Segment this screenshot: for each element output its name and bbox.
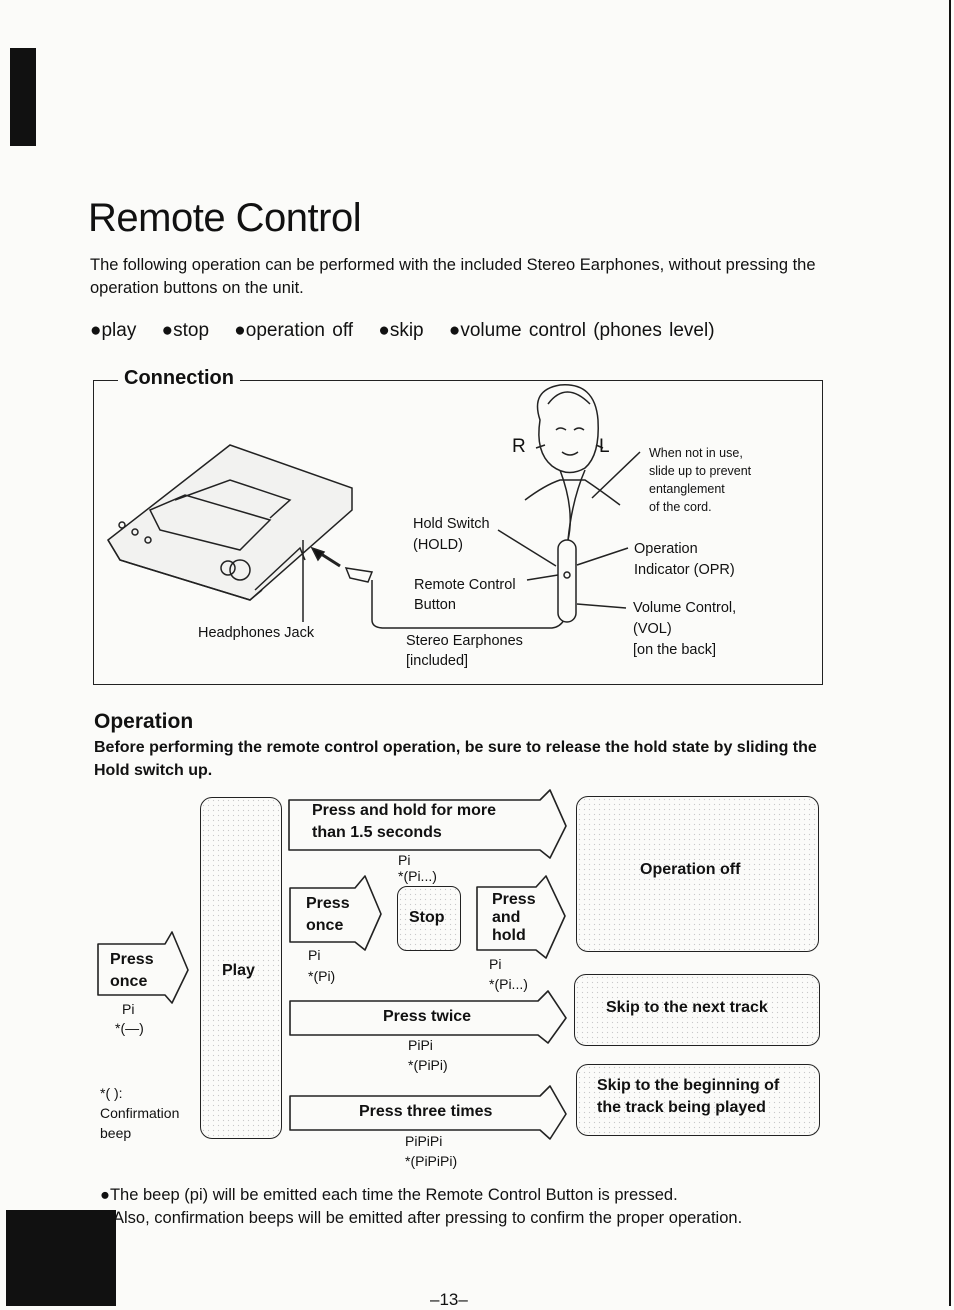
result-skip-next xyxy=(574,974,820,1046)
label-hold-switch: Hold Switch xyxy=(413,516,490,532)
label-stereo-earphones: Stereo Earphones xyxy=(406,633,523,649)
label-operation: Operation xyxy=(634,541,698,557)
connection-title: Connection xyxy=(118,367,240,390)
press-hold-beep: Pi xyxy=(489,956,502,972)
line: once xyxy=(110,973,148,990)
label-l: L xyxy=(599,436,610,457)
page-number: –13– xyxy=(430,1290,468,1309)
press-twice-confirm: *(PiPi) xyxy=(408,1057,448,1073)
feature-item: ●volume control (phones level) xyxy=(448,320,715,341)
feature-item: ●skip xyxy=(378,320,424,341)
press-three-label: Press three times xyxy=(359,1103,493,1120)
scan-artifact-right-edge xyxy=(949,0,951,1306)
press-twice-beep: PiPi xyxy=(408,1037,433,1053)
feature-item: ●play xyxy=(90,320,137,341)
play-state-box xyxy=(200,797,282,1139)
line: once xyxy=(306,917,344,934)
footer-line: Also, confirmation beeps will be emitted… xyxy=(113,1209,743,1227)
label-included: [included] xyxy=(406,653,469,669)
connection-frame xyxy=(93,380,823,685)
result-skip-beginning xyxy=(576,1064,820,1136)
label-volume-control: Volume Control, xyxy=(633,600,737,616)
operation-warning: Before performing the remote control ope… xyxy=(94,739,817,779)
line: Press and hold for more xyxy=(312,802,497,819)
note-line: entanglement xyxy=(649,482,725,496)
press-once-confirm: *(Pi) xyxy=(308,968,336,984)
line: and xyxy=(492,909,521,926)
line: *( ): xyxy=(100,1085,123,1101)
line: beep xyxy=(100,1125,132,1141)
press-twice-label: Press twice xyxy=(383,1008,472,1025)
press-hold-label: Press and hold xyxy=(492,891,536,945)
footer-line: ●The beep (pi) will be emitted each time… xyxy=(100,1186,678,1204)
label-remote-control: Remote Control xyxy=(414,577,516,593)
hold-long-label: Press and hold for more than 1.5 seconds xyxy=(312,800,496,844)
line: Confirmation xyxy=(100,1105,180,1121)
stop-state-box xyxy=(397,886,461,951)
line: Press xyxy=(110,951,154,968)
label-when-not-in-use: When not in use, slide up to prevent ent… xyxy=(649,444,751,516)
feature-item: ●operation off xyxy=(234,320,354,341)
label-on-back: [on the back] xyxy=(633,642,717,658)
label-hold-abbr: (HOLD) xyxy=(413,537,463,553)
press-three-beep: PiPiPi xyxy=(405,1133,443,1149)
line: Press xyxy=(492,891,536,908)
press-three-confirm: *(PiPiPi) xyxy=(405,1153,458,1169)
press-once-beep: Pi xyxy=(308,947,321,963)
stop-label: Stop xyxy=(409,909,445,926)
label-headphones-jack: Headphones Jack xyxy=(198,625,315,641)
press-once-label: Press once xyxy=(306,893,350,937)
line: Press xyxy=(306,895,350,912)
note-line: slide up to prevent xyxy=(649,464,752,478)
label-r: R xyxy=(512,436,526,457)
confirmation-legend: *( ): Confirmation beep xyxy=(100,1083,179,1143)
page-title: Remote Control xyxy=(88,196,362,240)
note-line: When not in use, xyxy=(649,446,743,460)
label-indicator: Indicator (OPR) xyxy=(634,562,735,578)
scan-artifact-bottom xyxy=(6,1210,116,1306)
result-skip-beginning-label: Skip to the beginning of the track being… xyxy=(597,1075,779,1119)
hold-long-confirm: *(Pi...) xyxy=(398,868,437,884)
feature-item: ●stop xyxy=(161,320,210,341)
line: Skip to the beginning of xyxy=(597,1077,780,1094)
hold-long-beep: Pi xyxy=(398,852,411,868)
feature-list: ●play ●stop ●operation off ●skip ●volume… xyxy=(90,320,733,342)
result-operation-off xyxy=(576,796,819,952)
operation-title: Operation xyxy=(94,710,194,733)
label-vol: (VOL) xyxy=(633,621,672,637)
footer-note: ●The beep (pi) will be emitted each time… xyxy=(100,1184,860,1230)
scan-artifact-top xyxy=(10,48,36,146)
note-line: of the cord. xyxy=(649,500,712,514)
line: the track being played xyxy=(597,1099,766,1116)
press-hold-confirm: *(Pi...) xyxy=(489,976,528,992)
start-beep: Pi xyxy=(122,1001,135,1017)
label-button: Button xyxy=(414,597,456,613)
start-confirm: *(—) xyxy=(115,1020,144,1036)
intro-text: The following operation can be performed… xyxy=(90,256,816,297)
start-press-once: Press once xyxy=(110,949,154,993)
play-label: Play xyxy=(222,962,255,979)
line: than 1.5 seconds xyxy=(312,824,442,841)
result-operation-off-label: Operation off xyxy=(640,861,741,878)
result-skip-next-label: Skip to the next track xyxy=(606,999,768,1016)
line: hold xyxy=(492,927,526,944)
